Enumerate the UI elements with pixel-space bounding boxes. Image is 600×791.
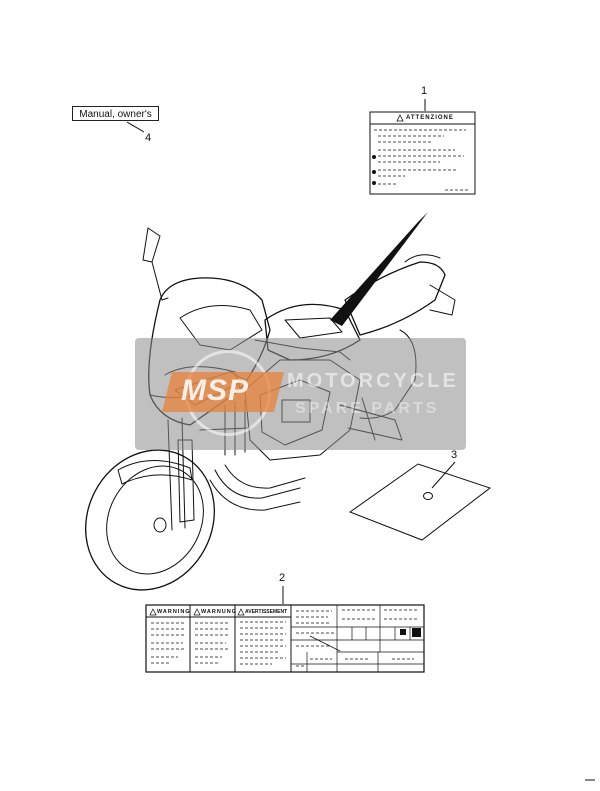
label-attenzione <box>369 99 476 195</box>
attenzione-header: ATTENZIONE <box>406 115 454 121</box>
leader-item-4 <box>126 121 145 133</box>
avertissement-header: AVERTISSEMENT <box>245 609 288 615</box>
watermark-plate: MSP MOTORCYCLE SPARE PARTS <box>135 338 466 450</box>
manual-owners-label: Manual, owner's <box>72 106 159 121</box>
callout-3: 3 <box>451 449 458 461</box>
watermark-line-2: SPARE PARTS <box>295 400 440 417</box>
leader-arrow-item-1 <box>330 212 428 326</box>
warnung-header: WARNUNG <box>201 609 238 615</box>
watermark-logo-text: MSP <box>181 374 250 407</box>
card-item-3 <box>348 461 492 541</box>
callout-1: 1 <box>421 85 428 97</box>
watermark-line-1: MOTORCYCLE <box>287 370 459 392</box>
callout-4: 4 <box>145 132 152 144</box>
callout-2: 2 <box>279 572 286 584</box>
warning-header: WARNING <box>157 609 191 615</box>
label-warning-set <box>145 586 425 673</box>
